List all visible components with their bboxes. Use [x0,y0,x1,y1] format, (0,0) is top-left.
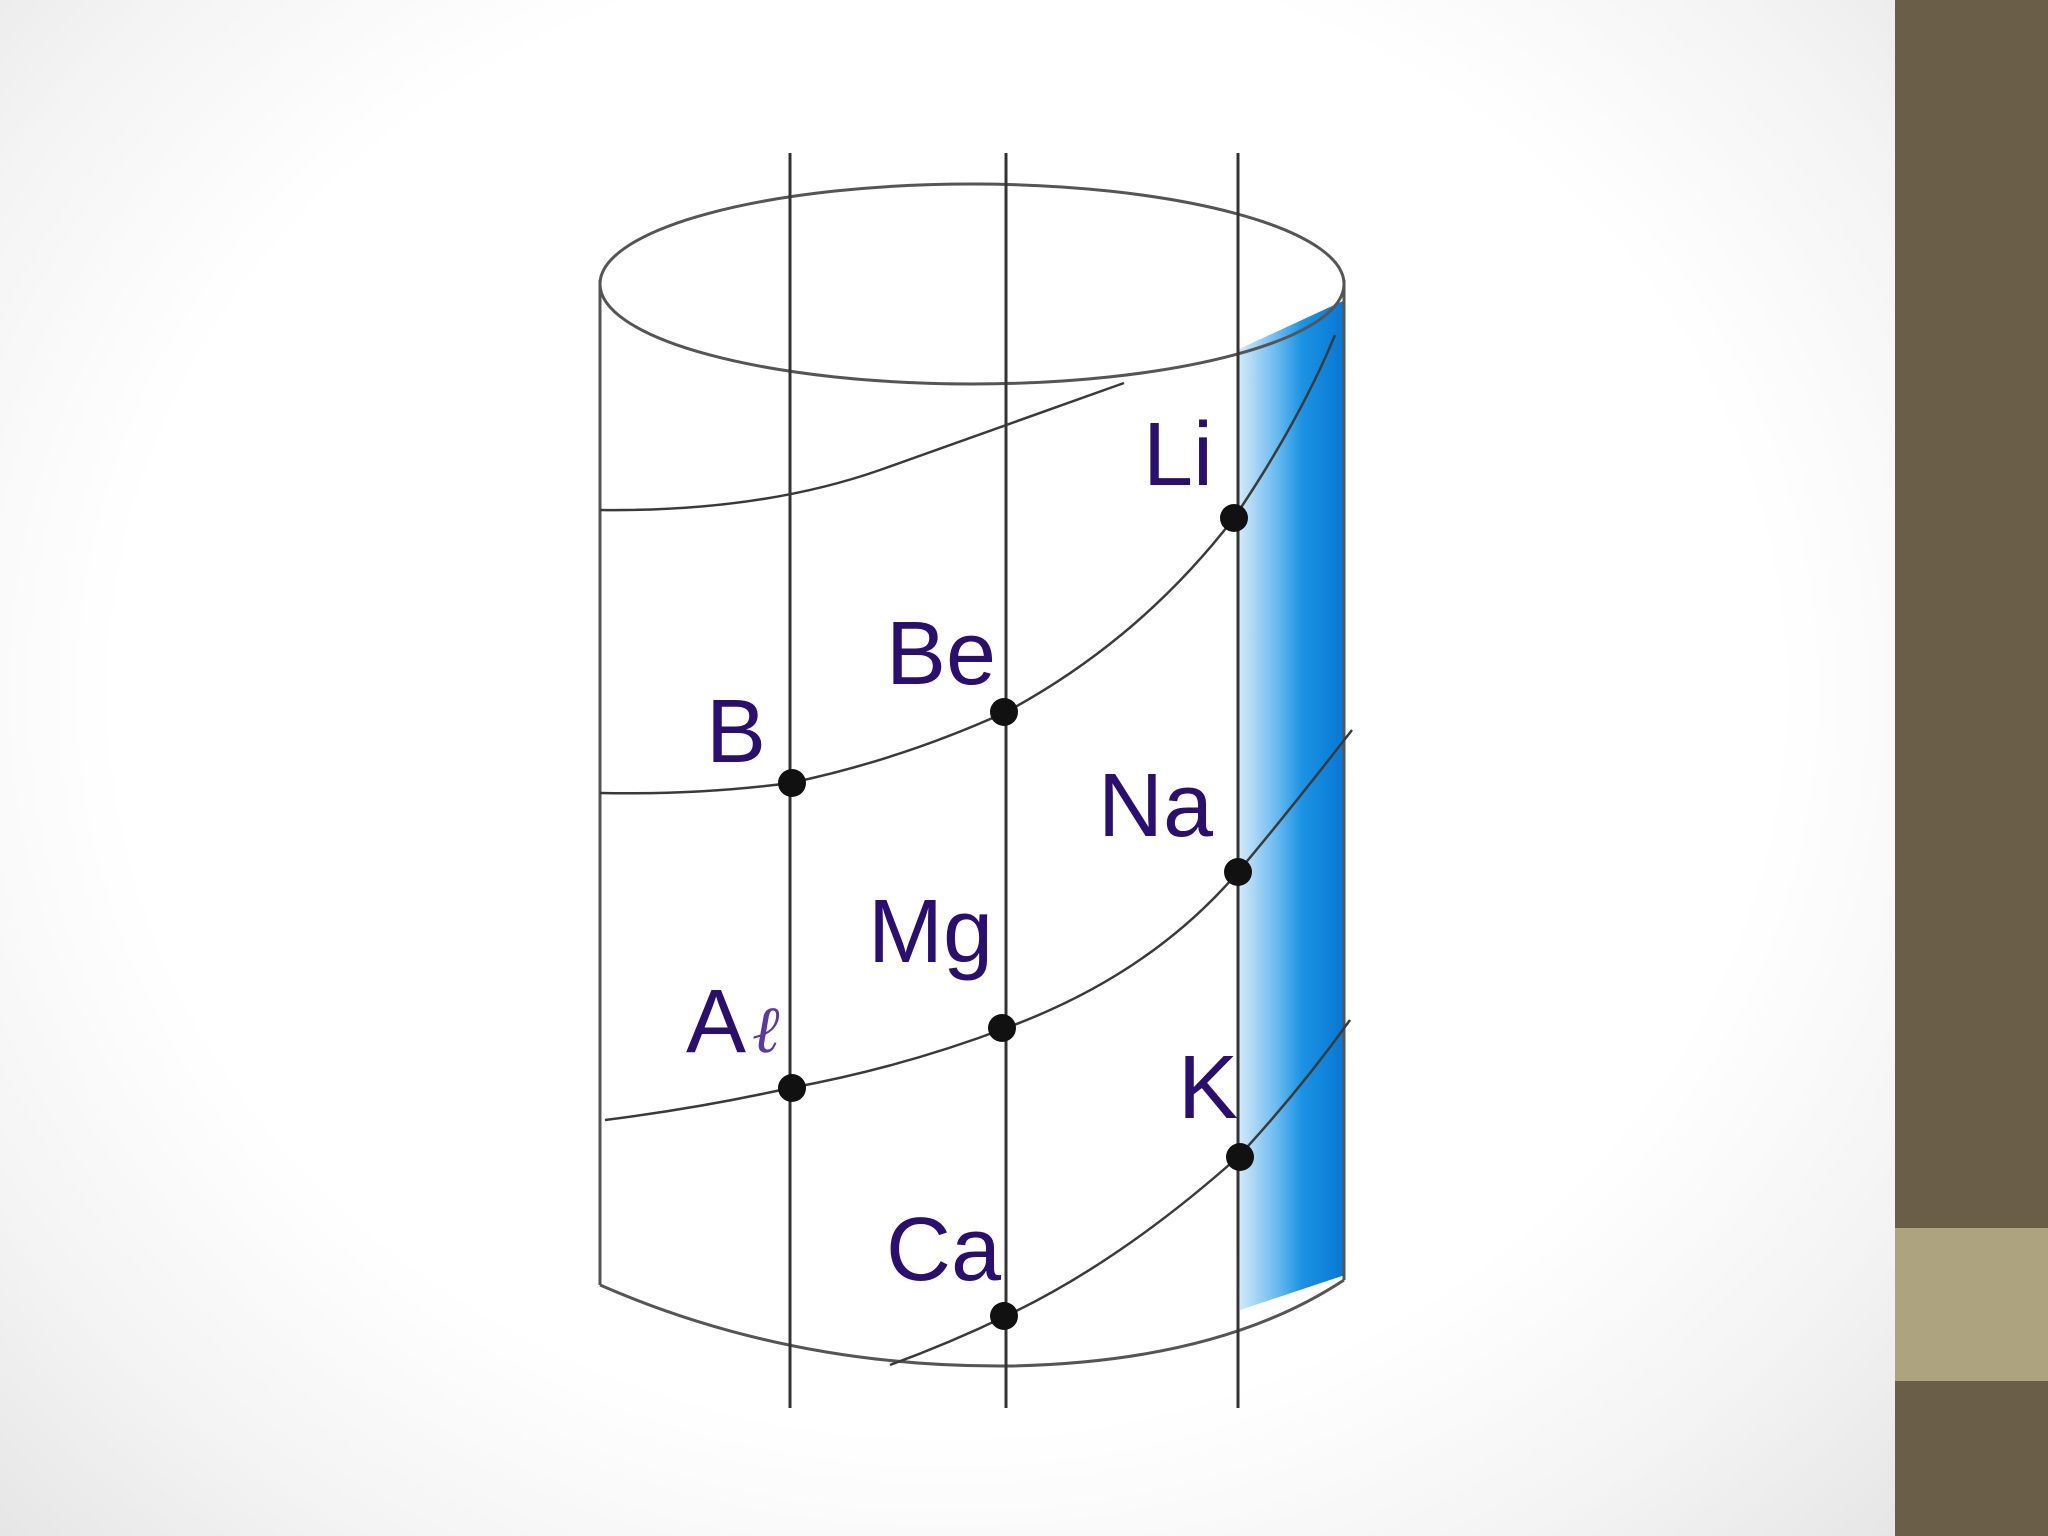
point-ca [990,1302,1018,1330]
label-be: Be [886,604,996,704]
point-na [1224,858,1252,886]
label-na: Na [1098,756,1214,856]
label-al-suffix: ℓ [752,991,780,1068]
slide-background [0,0,1895,1536]
label-al: Aℓ [686,972,780,1072]
point-b [778,769,806,797]
label-k: K [1178,1038,1238,1138]
cylinder-top-ellipse [598,182,1346,386]
shaded-band [1237,300,1345,1310]
helix-segment-row4 [889,1019,1352,1367]
periodic-helix-diagram: Li Be B Na Mg Aℓ K Ca [598,153,1353,1408]
point-mg [988,1014,1016,1042]
label-mg: Mg [868,882,993,982]
point-al [778,1074,806,1102]
element-points [778,504,1254,1330]
sidebar-accent-block [1895,1228,2048,1381]
point-li [1220,504,1248,532]
helix-segment-top [599,381,1125,512]
cylinder-bottom-curve [599,1278,1345,1368]
label-al-prefix: A [686,972,746,1072]
label-ca: Ca [886,1200,1002,1300]
label-li: Li [1143,405,1213,505]
label-b: B [706,682,766,782]
point-be [990,698,1018,726]
point-k [1226,1143,1254,1171]
element-labels: Li Be B Na Mg Aℓ K Ca [686,405,1238,1300]
cylinder [598,182,1346,1368]
